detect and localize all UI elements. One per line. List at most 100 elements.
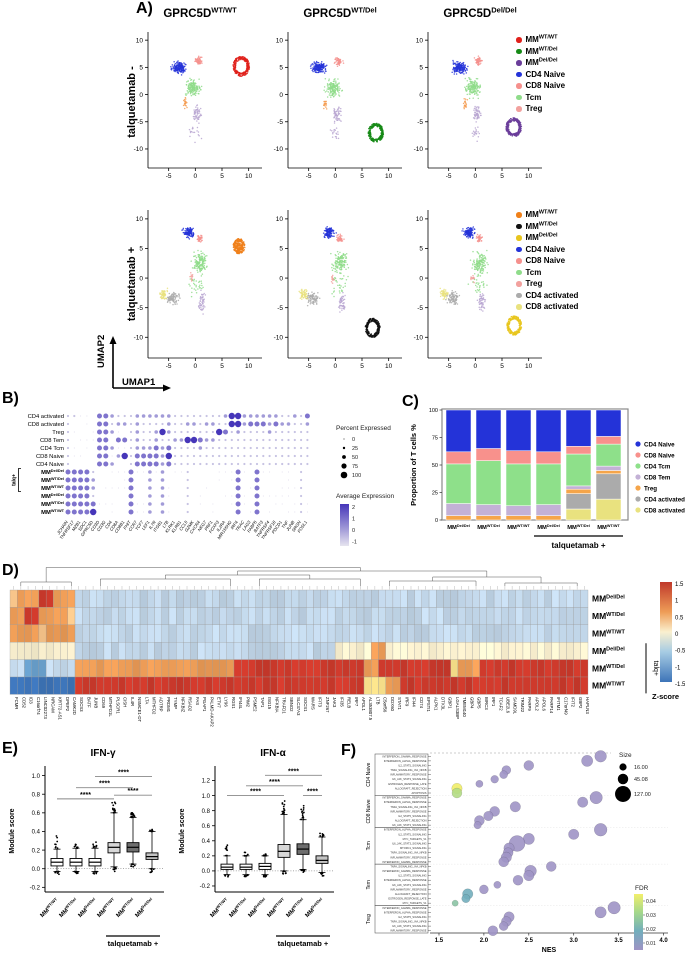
svg-text:10: 10 xyxy=(416,37,424,44)
svg-text:CD8 activated: CD8 activated xyxy=(28,422,64,428)
legend-item: CD8 activated xyxy=(516,301,578,313)
svg-text:-10: -10 xyxy=(274,146,284,153)
svg-text:UMAP1: UMAP1 xyxy=(122,377,156,388)
legend-item: MMDel/Del xyxy=(516,57,565,69)
umap-axis-arrows xyxy=(109,336,171,392)
svg-text:-5: -5 xyxy=(446,173,452,180)
legend-item: Treg xyxy=(516,278,578,290)
legend-item: MMDel/Del xyxy=(516,232,578,244)
legend-swatch-icon xyxy=(516,292,522,298)
svg-text:0: 0 xyxy=(474,173,478,180)
svg-text:5: 5 xyxy=(360,173,364,180)
svg-text:GPRC5DWT/WT: GPRC5DWT/WT xyxy=(163,6,237,20)
legend-swatch-icon xyxy=(516,223,522,229)
svg-text:10: 10 xyxy=(385,173,393,180)
dendrogram xyxy=(13,567,585,590)
legend-swatch-icon xyxy=(516,269,522,275)
legend-swatch-icon xyxy=(516,106,522,112)
legend-swatch-icon xyxy=(516,258,522,264)
svg-text:UMAP2: UMAP2 xyxy=(96,335,107,368)
umap-plot: 10 5 0 -5 -10 -5 0 5 10 xyxy=(414,210,542,370)
svg-text:5: 5 xyxy=(419,65,423,72)
svg-text:-5: -5 xyxy=(306,363,312,370)
panel-e-label: E) xyxy=(2,740,18,757)
legend-swatch-icon xyxy=(516,60,522,66)
svg-text:0: 0 xyxy=(139,275,143,282)
svg-text:0: 0 xyxy=(419,275,423,282)
legend-item: MMWT/WT xyxy=(516,209,578,221)
svg-text:5: 5 xyxy=(139,65,143,72)
svg-text:-10: -10 xyxy=(414,146,424,153)
svg-text:GPRC5DDel/Del: GPRC5DDel/Del xyxy=(443,6,516,20)
legend-item: CD4 activated xyxy=(516,290,578,302)
legend-swatch-icon xyxy=(516,83,522,89)
heatmap-chart: MMDel/DelMMWT/DelMMWT/WTMMDel/DelMMWT/De… xyxy=(9,567,685,727)
svg-text:0: 0 xyxy=(279,92,283,99)
legend-swatch-icon xyxy=(516,281,522,287)
svg-text:-5: -5 xyxy=(446,363,452,370)
svg-text:10: 10 xyxy=(136,216,144,223)
legend-swatch-icon xyxy=(516,48,522,54)
svg-text:10: 10 xyxy=(525,363,533,370)
svg-text:10: 10 xyxy=(245,173,253,180)
svg-text:-5: -5 xyxy=(137,305,143,312)
svg-text:0: 0 xyxy=(334,363,338,370)
panel-f-label: F) xyxy=(341,742,357,759)
panel-c-label: C) xyxy=(402,393,419,410)
svg-text:CD4 activated: CD4 activated xyxy=(28,414,64,420)
legend-item: Treg xyxy=(516,103,565,115)
svg-text:0: 0 xyxy=(279,275,283,282)
svg-text:5: 5 xyxy=(419,246,423,253)
legend-item: CD8 Naive xyxy=(516,80,565,92)
svg-text:5: 5 xyxy=(360,363,364,370)
svg-text:-10: -10 xyxy=(414,334,424,341)
legend-swatch-icon xyxy=(516,71,522,77)
legend-item: MMWT/Del xyxy=(516,46,565,58)
svg-text:-5: -5 xyxy=(137,119,143,126)
svg-text:0: 0 xyxy=(419,92,423,99)
svg-text:0: 0 xyxy=(334,173,338,180)
svg-text:10: 10 xyxy=(276,216,284,223)
svg-text:-5: -5 xyxy=(306,173,312,180)
legend-item: Tcm xyxy=(516,267,578,279)
svg-text:CD4 Tcm: CD4 Tcm xyxy=(40,446,64,452)
svg-text:-5: -5 xyxy=(417,119,423,126)
svg-text:5: 5 xyxy=(500,363,504,370)
svg-text:5: 5 xyxy=(500,173,504,180)
legend-item: CD4 Naive xyxy=(516,244,578,256)
svg-text:-5: -5 xyxy=(166,363,172,370)
svg-text:5: 5 xyxy=(279,65,283,72)
svg-text:Treg: Treg xyxy=(52,430,64,436)
svg-text:0: 0 xyxy=(194,173,198,180)
svg-text:-10: -10 xyxy=(274,334,284,341)
legend-item: CD4 Naive xyxy=(516,69,565,81)
svg-text:MMDel/Del: MMDel/Del xyxy=(41,468,64,476)
legend-swatch-icon xyxy=(516,94,522,100)
svg-text:-5: -5 xyxy=(417,305,423,312)
svg-text:CD8 Tem: CD8 Tem xyxy=(40,438,64,444)
svg-text:0: 0 xyxy=(474,363,478,370)
svg-text:5: 5 xyxy=(139,246,143,253)
svg-text:CD8 Naive: CD8 Naive xyxy=(36,454,64,460)
panel-b-label: B) xyxy=(2,390,19,407)
svg-text:-5: -5 xyxy=(277,119,283,126)
legend-swatch-icon xyxy=(516,37,522,43)
svg-text:10: 10 xyxy=(416,216,424,223)
svg-text:10: 10 xyxy=(525,173,533,180)
svg-text:-10: -10 xyxy=(134,146,144,153)
legend-item: Tcm xyxy=(516,92,565,104)
legend-swatch-icon xyxy=(516,246,522,252)
panel-a-label: A) xyxy=(136,0,153,17)
legend-item: MMWT/WT xyxy=(516,34,565,46)
